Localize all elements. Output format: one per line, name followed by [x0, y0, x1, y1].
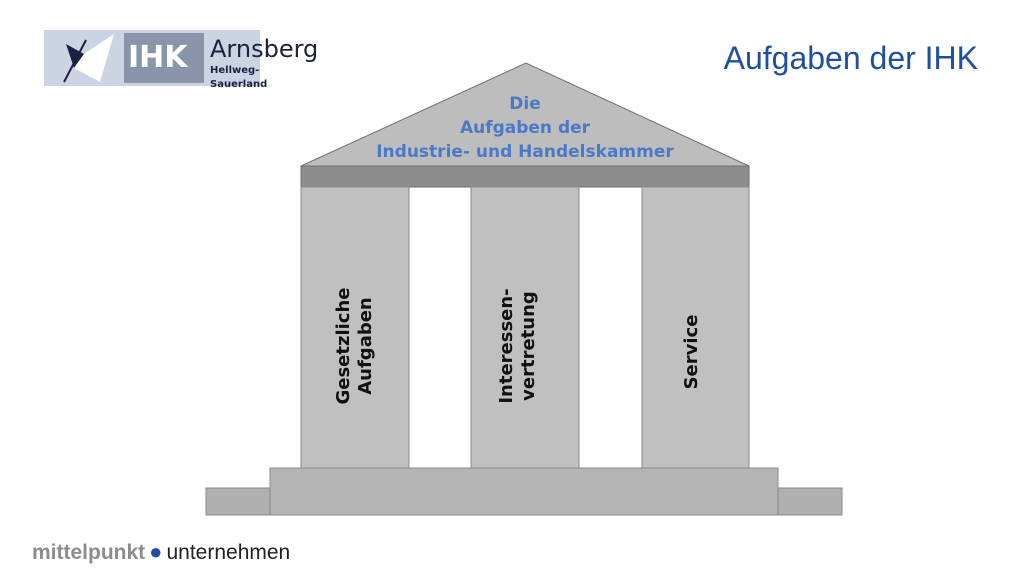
column-left	[300, 186, 410, 469]
column-label-interessenvertretung: Interessen- vertretung	[496, 288, 540, 403]
column-label-line: Interessen-	[496, 288, 517, 404]
temple-beam	[300, 165, 750, 188]
logo-region: Hellweg-Sauerland	[210, 65, 268, 90]
column-label-line: Service	[681, 314, 702, 390]
column-label-line: Gesetzliche	[333, 287, 354, 405]
column-label-gesetzliche-aufgaben: Gesetzliche Aufgaben	[333, 287, 377, 404]
footer-word-mittelpunkt: mittelpunkt	[32, 541, 146, 564]
footer-dot-icon: ●	[149, 539, 163, 564]
slide-title: Aufgaben der IHK	[723, 40, 978, 76]
flag-emblem-icon	[63, 34, 114, 83]
logo-brand: IHK	[124, 33, 204, 83]
temple-base-upper	[269, 467, 779, 516]
ihk-arnsberg-logo: IHK Arnsberg Hellweg-Sauerland	[44, 30, 318, 90]
column-label-line: vertretung	[518, 291, 539, 401]
column-label-service: Service	[681, 315, 703, 390]
column-middle	[470, 186, 580, 469]
logo-city: Arnsberg	[210, 35, 319, 63]
roof-line-3: Industrie- und Handelskammer	[376, 142, 674, 162]
footer-tagline: mittelpunkt●unternehmen	[32, 538, 290, 567]
footer-word-unternehmen: unternehmen	[166, 541, 291, 564]
column-label-line: Aufgaben	[355, 297, 376, 395]
column-right	[641, 186, 750, 469]
roof-line-2: Aufgaben der	[459, 118, 591, 138]
roof-line-1: Die	[509, 94, 541, 114]
